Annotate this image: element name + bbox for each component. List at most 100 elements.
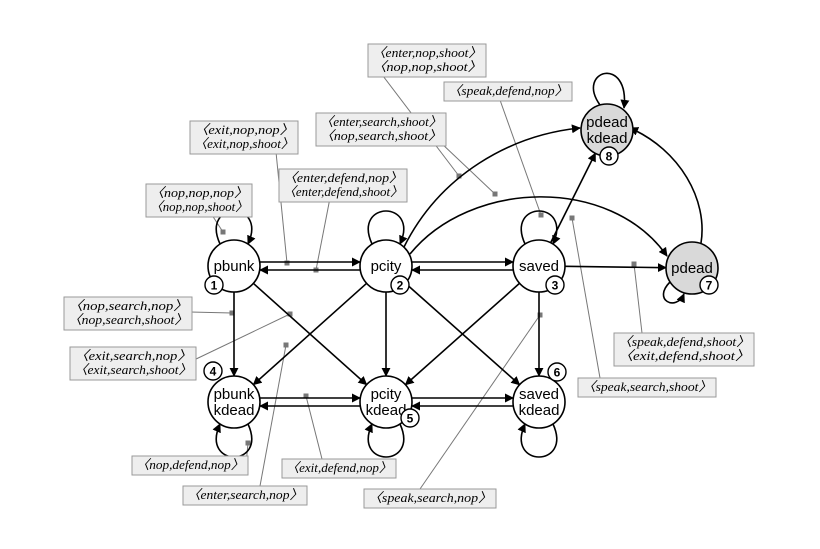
self-loop-5: [364, 423, 405, 458]
label-box: [315, 112, 447, 147]
self-loop-7: [662, 281, 685, 304]
label-box: [443, 81, 573, 102]
state-number-badge: [204, 275, 224, 295]
state-name: pcity: [371, 258, 402, 275]
label-box: [367, 43, 487, 78]
action-tuple: 〈exit,nop,shoot〉: [194, 136, 294, 151]
action-tuple: 〈nop,defend,nop〉: [136, 457, 244, 472]
leader-line: [259, 344, 287, 487]
edge-2-8: [403, 124, 581, 248]
action-tuple: 〈exit,search,nop〉: [74, 348, 192, 363]
label-box: [278, 168, 408, 203]
leader-line: [499, 99, 542, 216]
state-name-line2: kdead: [366, 402, 407, 419]
leader-line: [189, 311, 233, 314]
action-tuple: 〈enter,nop,shoot〉: [372, 45, 482, 60]
leader-lines: [189, 71, 643, 490]
action-tuple: 〈nop,search,shoot〉: [68, 312, 188, 327]
action-tuple: 〈speak,defend,nop〉: [448, 83, 568, 98]
state-number: 6: [554, 366, 561, 380]
action-tuple: 〈speak,search,nop〉: [368, 490, 492, 505]
edge-3-7: [564, 263, 667, 273]
label-enter-search-shoot: 〈enter,search,shoot〉〈nop,search,shoot〉: [315, 112, 447, 147]
label-box: [182, 485, 308, 506]
state-number-badge: [545, 275, 565, 295]
label-enter-nop-shoot: 〈enter,nop,shoot〉〈nop,nop,shoot〉: [367, 43, 487, 78]
transitions: [212, 72, 703, 458]
state-name: pdead: [671, 260, 713, 277]
leader-dot: [492, 191, 498, 197]
label-box: [69, 346, 197, 381]
state-circle: [512, 375, 566, 429]
edge-7-8: [629, 127, 703, 244]
leader-dot: [229, 310, 235, 316]
label-enter-search-nop: 〈enter,search,nop〉: [182, 485, 308, 506]
action-tuple: 〈exit,search,shoot〉: [74, 362, 192, 377]
action-tuple: 〈speak,defend,shoot〉: [618, 334, 750, 349]
leader-dot: [303, 393, 309, 399]
state-number-badge: [390, 275, 410, 295]
leader-dot: [220, 229, 226, 235]
state-name-line2: kdead: [587, 130, 628, 147]
state-number-badge: [203, 361, 223, 381]
leader-dot: [456, 173, 462, 179]
edge-2-4: [252, 282, 368, 386]
action-tuple: 〈speak,search,shoot〉: [582, 379, 712, 394]
leader-dot: [569, 215, 575, 221]
action-tuple: 〈exit,defend,shoot〉: [618, 348, 750, 363]
state-number: 7: [706, 279, 713, 293]
leader-dot: [538, 212, 544, 218]
state-name-line2: kdead: [214, 402, 255, 419]
leader-dot: [283, 342, 289, 348]
label-exit-nop-nop: 〈exit,nop,nop〉〈exit,nop,shoot〉: [189, 120, 299, 155]
label-speak-search-shoot: 〈speak,search,shoot〉: [577, 377, 717, 398]
action-tuple: 〈enter,search,shoot〉: [320, 114, 442, 129]
leader-dot: [537, 312, 543, 318]
state-7: pdead 7: [665, 241, 719, 295]
label-speak-defend-shoot: 〈speak,defend,shoot〉〈exit,defend,shoot〉: [613, 332, 755, 367]
state-number-badge: [400, 408, 420, 428]
state-number: 1: [211, 279, 218, 293]
edge-3-8: [549, 152, 597, 244]
action-labels: 〈enter,nop,shoot〉〈nop,nop,shoot〉〈speak,d…: [63, 43, 755, 509]
action-tuple: 〈nop,nop,shoot〉: [150, 199, 248, 214]
state-number-badge: [547, 362, 567, 382]
self-loop-6: [517, 423, 558, 458]
leader-line: [439, 141, 496, 195]
label-box: [131, 455, 249, 476]
state-number: 4: [210, 365, 217, 379]
leader-line: [275, 151, 288, 264]
self-loop-8: [592, 72, 630, 109]
state-1: pbunk 1: [204, 239, 261, 295]
self-loop-3: [520, 210, 561, 245]
label-exit-defend-nop: 〈exit,defend,nop〉: [281, 458, 397, 479]
leader-dot: [284, 260, 290, 266]
label-speak-search-nop: 〈speak,search,nop〉: [363, 488, 497, 509]
leader-dot: [245, 440, 251, 446]
state-name-line1: pbunk: [214, 386, 255, 403]
label-enter-defend-nop: 〈enter,defend,nop〉〈enter,defend,shoot〉: [278, 168, 408, 203]
state-number-badge: [599, 146, 619, 166]
action-tuple: 〈nop,search,nop〉: [68, 298, 188, 313]
action-tuple: 〈enter,search,nop〉: [187, 487, 303, 502]
state-circle: [207, 375, 261, 429]
action-tuple: 〈exit,nop,nop〉: [194, 122, 294, 137]
label-box: [363, 488, 497, 509]
label-exit-search-nop: 〈exit,search,nop〉〈exit,search,shoot〉: [69, 346, 197, 381]
leader-line: [633, 263, 643, 334]
state-name: pbunk: [214, 258, 255, 275]
state-number: 8: [606, 150, 613, 164]
leader-line: [419, 314, 541, 490]
label-box: [63, 296, 193, 331]
state-number: 3: [552, 279, 559, 293]
leader-dot: [287, 311, 293, 317]
label-box: [189, 120, 299, 155]
edge-3-5: [404, 282, 521, 386]
action-tuple: 〈exit,defend,nop〉: [286, 460, 392, 475]
